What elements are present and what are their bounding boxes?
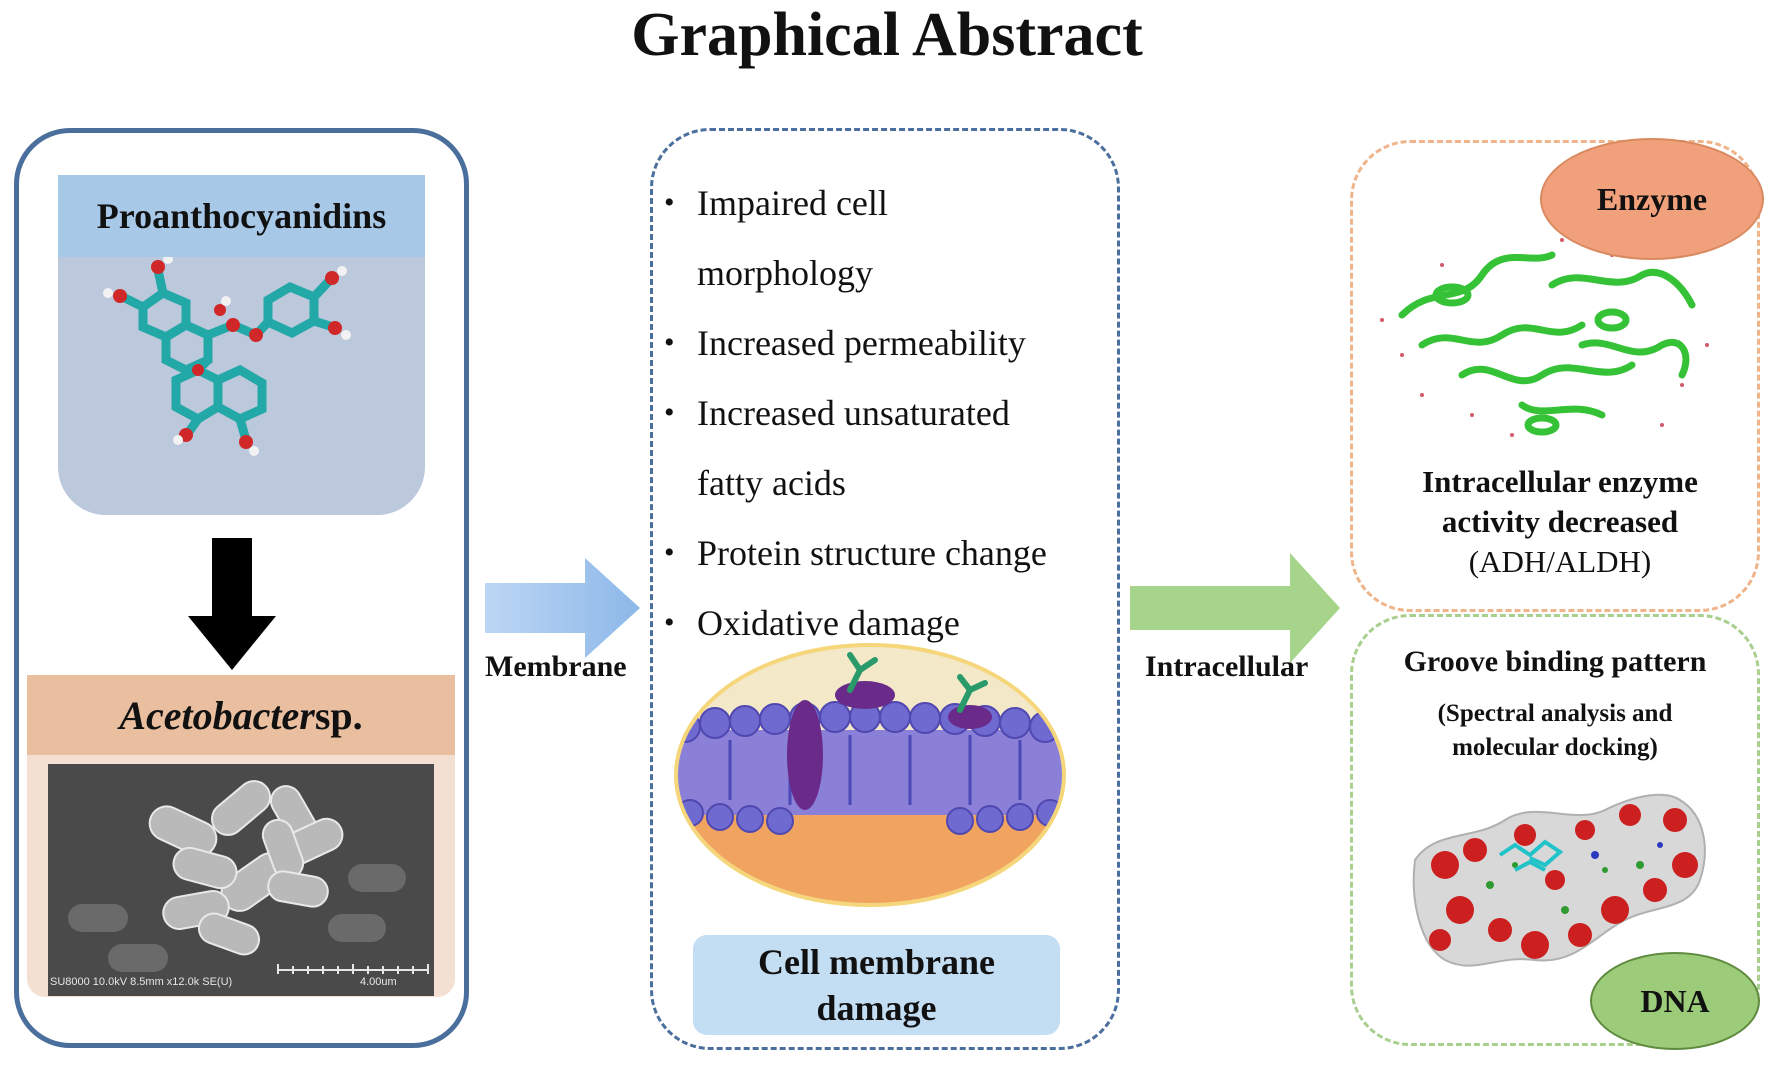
cell-membrane-damage-label: Cell membrane damage	[693, 935, 1060, 1035]
list-item: morphology	[697, 253, 873, 293]
intracellular-label: Intracellular	[1145, 650, 1309, 683]
molecule-structure-image	[103, 254, 351, 456]
list-item: fatty acids	[697, 463, 846, 503]
dna-sub-line-1: (Spectral analysis and	[1437, 700, 1673, 727]
page-title: Graphical Abstract	[631, 1, 1143, 69]
enzyme-label: Enzyme	[1540, 138, 1764, 260]
bacteria-species: sp.	[314, 692, 363, 738]
list-item: Impaired cell	[664, 168, 1124, 238]
groove-binding-title: Groove binding pattern	[1403, 645, 1707, 678]
list-item: Oxidative damage	[664, 588, 1124, 658]
dna-label: DNA	[1590, 952, 1760, 1050]
dna-sub-line-2: molecular docking)	[1452, 734, 1658, 761]
enzyme-activity-text: Intracellular enzyme activity decreased …	[1370, 462, 1750, 582]
enzyme-panel	[1350, 140, 1760, 612]
enzyme-text-line-2: activity decreased	[1441, 504, 1679, 539]
groove-binding-subtitle: (Spectral analysis and molecular docking…	[1360, 697, 1750, 765]
bacteria-label: Acetobacter sp.	[27, 675, 455, 755]
enzyme-text-line-1: Intracellular enzyme	[1422, 464, 1698, 499]
list-item: Increased permeability	[664, 308, 1124, 378]
effects-list: Impaired cell morphology Increased perme…	[664, 168, 1124, 658]
enzyme-text-line-3: (ADH/ALDH)	[1468, 544, 1652, 579]
cell-membrane-image	[674, 643, 1066, 907]
list-item: Protein structure change	[664, 518, 1124, 588]
sem-micrograph-image	[48, 764, 434, 996]
sem-scale: 4.00um	[360, 976, 397, 988]
enzyme-structure-image	[1380, 238, 1709, 437]
sem-caption: SU8000 10.0kV 8.5mm x12.0k SE(U)	[50, 976, 233, 988]
membrane-label: Membrane	[485, 650, 627, 683]
bacteria-genus: Acetobacter	[119, 692, 315, 738]
left-panel	[14, 128, 469, 1048]
dna-panel	[1350, 614, 1760, 1046]
result-line-1: Cell membrane	[758, 942, 995, 982]
right-arrow-icon	[1130, 553, 1340, 663]
compound-label: Proanthocyanidins	[58, 175, 425, 257]
result-line-2: damage	[816, 988, 937, 1028]
dna-docking-image	[1412, 793, 1706, 967]
down-arrow-icon	[188, 538, 276, 670]
right-arrow-icon	[485, 558, 640, 658]
list-item: Increased unsaturated	[664, 378, 1124, 448]
